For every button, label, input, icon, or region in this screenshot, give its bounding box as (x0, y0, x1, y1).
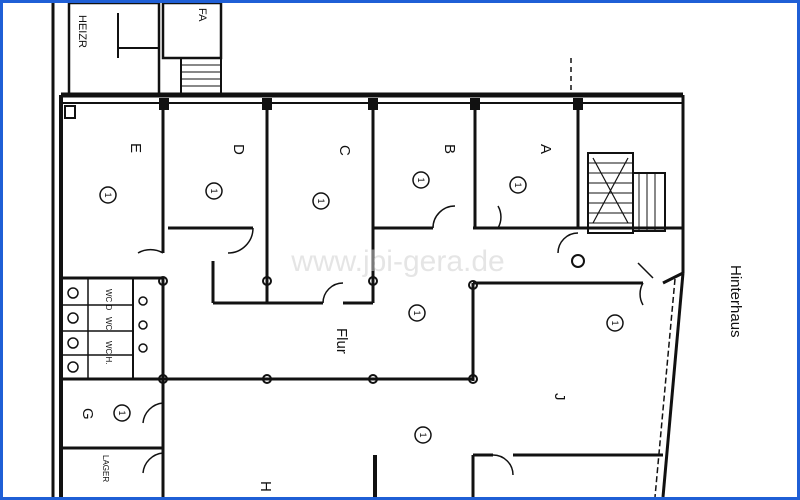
room-e-marker: 1 (99, 186, 117, 204)
room-d-letter: D (230, 144, 247, 155)
top-labels: HEIZR FA (76, 8, 208, 48)
columns (64, 98, 585, 384)
room-c-marker: 1 (312, 192, 330, 210)
wc-fixtures (67, 287, 148, 373)
flur-number: 1 (412, 310, 422, 315)
room-c-letter: C (336, 145, 353, 156)
room-d-number: 1 (209, 188, 219, 193)
room-g-number: 1 (117, 410, 127, 415)
room-g-marker: 1 (113, 404, 131, 422)
wc-labels: WC D WC WC H. (104, 289, 113, 365)
flur-label: Flur (333, 328, 350, 354)
doors (137, 205, 654, 476)
room-h-number: 1 (418, 432, 428, 437)
room-g-letter: G (79, 408, 96, 420)
hinterhaus-label: Hinterhaus (727, 265, 744, 338)
wc-label-1: WC D (104, 289, 113, 311)
room-d-marker: 1 (205, 182, 223, 200)
room-j-number: 1 (610, 320, 620, 325)
lager-label: LAGER (101, 455, 110, 482)
room-a-number: 1 (513, 182, 523, 187)
room-b-letter: B (441, 144, 458, 154)
room-a-marker: 1 (509, 176, 527, 194)
room-h-marker: 1 (414, 426, 432, 444)
heizraum-label: HEIZR (76, 15, 88, 48)
fa-label: FA (196, 8, 208, 22)
room-j-marker: 1 (606, 314, 624, 332)
interior-walls (63, 103, 684, 497)
heizraum-area (67, 3, 223, 97)
room-h-letter: H (257, 481, 274, 492)
room-e-number: 1 (103, 192, 113, 197)
floor-plan: HEIZR FA E D C B A G H J 1 1 1 1 1 (51, 3, 744, 497)
wc-label-3: WC H. (104, 341, 113, 365)
wc-label-2: WC (104, 317, 113, 331)
staircase-top (180, 57, 222, 97)
room-c-number: 1 (316, 198, 326, 203)
room-e-letter: E (127, 143, 144, 153)
room-b-marker: 1 (412, 171, 430, 189)
flur-marker: 1 (408, 304, 426, 322)
room-letters: E D C B A G H J (79, 143, 568, 492)
staircase-right (587, 152, 666, 234)
room-j-letter: J (551, 393, 568, 401)
room-b-number: 1 (416, 177, 426, 182)
room-a-letter: A (537, 144, 554, 154)
room-number-markers: 1 1 1 1 1 1 1 1 (99, 171, 624, 444)
watermark: www.jbi-gera.de (290, 245, 504, 278)
